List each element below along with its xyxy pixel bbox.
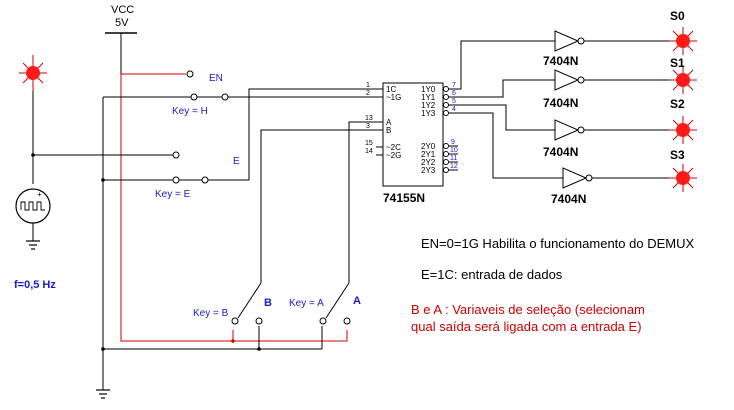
clock-frequency: f=0,5 Hz: [14, 279, 56, 291]
output-led-s2: S2: [669, 97, 697, 144]
inverter-0-label: 7404N: [543, 54, 578, 68]
inverter-3-label: 7404N: [551, 192, 586, 206]
ic-pin-name-1y0: 1Y0: [421, 85, 436, 94]
inverter-3: 7404N: [551, 167, 672, 206]
output-led-s1: S1: [669, 56, 697, 94]
switch-b-key: Key = B: [193, 308, 229, 319]
ic-pin-num-2y1: 10: [450, 147, 458, 154]
switch-en-key: Key = H: [172, 106, 208, 117]
svg-text:+: +: [37, 190, 42, 199]
ic-pin-name-2c: ~2C: [386, 143, 401, 152]
notes: EN=0=1G Habilita o funcionamento do DEMU…: [411, 236, 694, 334]
switch-a-name: A: [353, 295, 361, 307]
ic-pin-num-2y2: 11: [450, 155, 457, 162]
inverter-2: 7404N: [543, 119, 672, 159]
note-select-1: B e A : Variaveis de seleção (selecionam: [411, 302, 645, 317]
switch-en-name: EN: [209, 73, 223, 84]
output-label-s2: S2: [670, 97, 685, 111]
vcc-source: VCC 5V: [105, 4, 137, 74]
clock-led: [19, 55, 47, 91]
ic-pin-num-b: 3: [366, 123, 370, 130]
vcc-wiring: [120, 73, 348, 343]
ic-pin-name-1c: 1C: [386, 85, 396, 94]
note-select-2: qual saída será ligada com a entrada E): [411, 319, 642, 334]
output-label-s3: S3: [670, 148, 685, 162]
ic-pin-name-1y3: 1Y3: [421, 109, 436, 118]
output-label-s0: S0: [670, 9, 685, 23]
ic-pin-name-2g: ~2G: [386, 151, 401, 160]
ic-pin-name-2y2: 2Y2: [421, 158, 436, 167]
ic-pin-num-a: 13: [365, 115, 373, 122]
ic-pin-name-2y0: 2Y0: [421, 142, 436, 151]
vcc-value: 5V: [115, 17, 129, 29]
output-label-s1: S1: [670, 56, 685, 70]
ic-pin-num-1y3: 4: [452, 106, 456, 113]
inverter-0: 7404N: [543, 30, 672, 68]
note-data-input: E=1C: entrada de dados: [421, 267, 563, 282]
ic-pin-name-2y3: 2Y3: [421, 166, 436, 175]
ic-pin-name-1g: ~1G: [386, 93, 401, 102]
ic-pin-name-2y1: 2Y1: [421, 150, 436, 159]
inverter-1-label: 7404N: [543, 96, 578, 110]
ic-pin-name-1y2: 1Y2: [421, 101, 436, 110]
ground-wiring: [102, 96, 323, 390]
switch-b[interactable]: B Key = B: [193, 129, 376, 325]
ground-junctions: [101, 178, 261, 351]
switch-en[interactable]: EN Key = H: [172, 70, 229, 117]
ic-pin-name-b: B: [386, 126, 391, 135]
ic-pin-num-1y1: 6: [452, 90, 456, 97]
vcc-label: VCC: [111, 4, 134, 16]
clock-source: + f=0,5 Hz: [14, 80, 176, 291]
note-enable: EN=0=1G Habilita o funcionamento do DEMU…: [421, 236, 694, 251]
output-led-s0: S0: [669, 9, 697, 55]
ic-pin-num-1y2: 5: [452, 98, 456, 105]
ic-pin-num-2y0: 9: [451, 139, 455, 146]
output-led-s3: S3: [669, 148, 697, 192]
ic-part-number: 74155N: [383, 191, 425, 205]
ic-74155: 1 2 13 3 15 14 1C ~1G A B ~2C ~2G 1Y0 1Y…: [365, 82, 458, 205]
inverter-2-label: 7404N: [543, 145, 578, 159]
ic-pin-num-1g: 2: [366, 90, 370, 97]
switch-e[interactable]: E Key = E: [155, 151, 240, 200]
switch-a-key: Key = A: [289, 298, 324, 309]
ground-symbol: [96, 389, 110, 399]
ic-pin-name-1y1: 1Y1: [421, 93, 436, 102]
ic-pin-num-2c: 15: [365, 140, 373, 147]
ic-pin-name-a: A: [386, 118, 392, 127]
ic-pin-num-2y3: 12: [450, 163, 458, 170]
switch-e-name: E: [233, 156, 240, 167]
ic-pin-num-2g: 14: [365, 148, 373, 155]
inverter-1: 7404N: [543, 69, 672, 110]
switch-a[interactable]: A Key = A: [289, 121, 376, 325]
switch-b-name: B: [264, 297, 272, 309]
switch-e-key: Key = E: [155, 189, 191, 200]
ic-pin-num-1c: 1: [366, 82, 370, 89]
output-wiring: [448, 40, 563, 179]
ic-pin-num-1y0: 7: [452, 82, 456, 89]
